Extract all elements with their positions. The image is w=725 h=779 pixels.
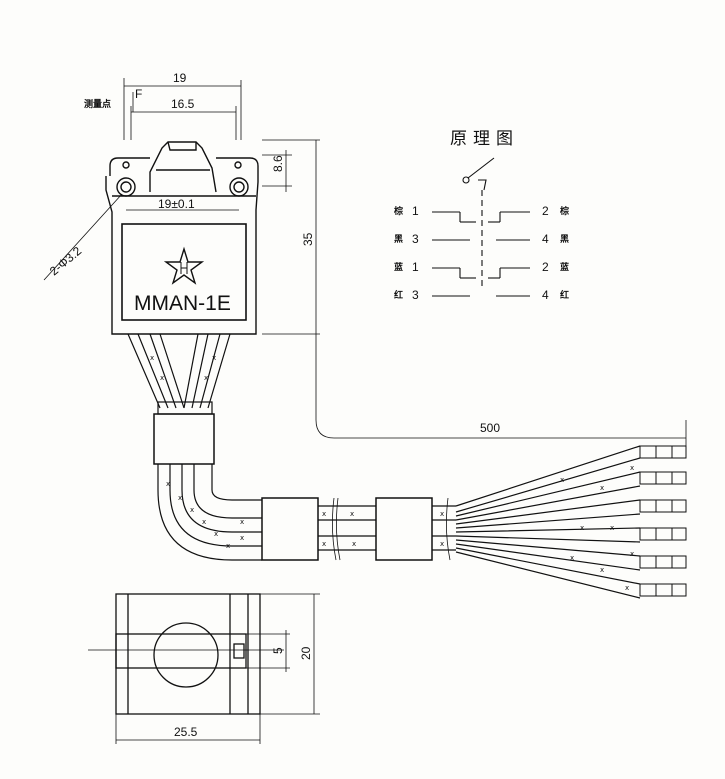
svg-text:x: x: [630, 550, 634, 558]
switch-top-view: [43, 78, 320, 335]
svg-text:x: x: [322, 510, 326, 518]
row2-right-color: 黑: [560, 234, 569, 245]
label-f: F: [135, 87, 142, 101]
svg-text:x: x: [178, 494, 182, 502]
svg-text:x: x: [440, 510, 444, 518]
schematic-title: 原理图: [450, 129, 519, 149]
svg-text:x: x: [350, 510, 354, 518]
label-measure-point: 测量点: [84, 98, 111, 110]
row4-right-color: 红: [560, 289, 569, 301]
svg-text:x: x: [322, 540, 326, 548]
svg-text:x: x: [560, 476, 564, 484]
row1-right-num: 2: [542, 204, 549, 218]
svg-text:x: x: [440, 540, 444, 548]
dim-hole-spacing: 19±0.1: [158, 197, 195, 211]
row2-left-num: 3: [412, 232, 419, 246]
svg-text:x: x: [240, 534, 244, 542]
row4-left-num: 3: [412, 288, 419, 302]
svg-text:x: x: [600, 484, 604, 492]
row3-right-num: 2: [542, 260, 549, 274]
svg-text:x: x: [600, 566, 604, 574]
dim-height-8-6: 8.6: [271, 155, 285, 172]
dim-overall-width: 19: [173, 71, 187, 85]
dim-bottom-width: 25.5: [174, 725, 198, 739]
svg-text:x: x: [150, 354, 154, 362]
svg-text:x: x: [226, 542, 230, 550]
schematic-diagram: [432, 157, 530, 297]
dim-holes: 2-Φ3.2: [47, 244, 85, 279]
svg-text:x: x: [160, 374, 164, 382]
svg-text:x: x: [610, 524, 614, 532]
svg-text:x: x: [352, 540, 356, 548]
dim-inner-width: 16.5: [171, 97, 195, 111]
dim-slot: 5: [271, 647, 285, 654]
svg-text:x: x: [580, 524, 584, 532]
svg-text:x: x: [166, 480, 170, 488]
svg-text:x: x: [240, 518, 244, 526]
svg-text:x: x: [204, 374, 208, 382]
svg-text:x: x: [202, 518, 206, 526]
cable-assembly: [127, 333, 687, 599]
svg-text:x: x: [570, 554, 574, 562]
row1-left-num: 1: [412, 204, 419, 218]
row4-right-num: 4: [542, 288, 549, 302]
row3-left-num: 1: [412, 260, 419, 274]
svg-text:x: x: [190, 506, 194, 514]
dim-cable-length: 500: [480, 421, 500, 435]
row3-left-color: 蓝: [394, 261, 403, 273]
row1-right-color: 棕: [559, 205, 569, 217]
dim-total-height: 35: [301, 232, 315, 246]
row4-left-color: 红: [394, 289, 403, 301]
dim-bottom-height: 20: [299, 646, 313, 660]
svg-text:x: x: [630, 464, 634, 472]
switch-bottom-view: [88, 593, 320, 744]
svg-text:x: x: [625, 584, 629, 592]
model-label: MMAN-1E: [134, 292, 231, 315]
schematic-labels: 棕 1 2 棕 黑 3 4 黑 蓝 1 2 蓝 红 3 4 红: [393, 204, 569, 302]
svg-text:x: x: [214, 530, 218, 538]
row1-left-color: 棕: [393, 205, 403, 217]
svg-text:x: x: [212, 354, 216, 362]
row2-left-color: 黑: [394, 234, 403, 245]
row2-right-num: 4: [542, 232, 549, 246]
row3-right-color: 蓝: [560, 261, 569, 273]
